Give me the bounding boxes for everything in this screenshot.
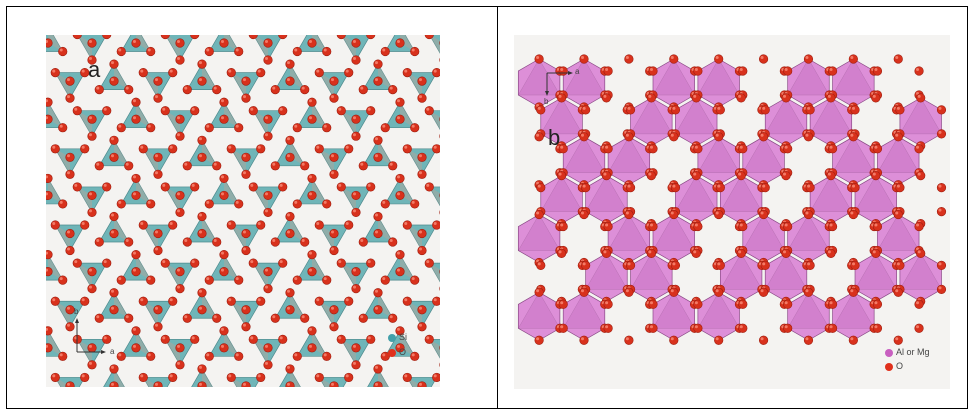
legend-al-mg-label: Al or Mg: [896, 347, 930, 357]
legend-o-label: O: [896, 361, 903, 371]
legend-o-marker: [388, 349, 396, 357]
legend-si-label: Si: [399, 332, 407, 342]
panel-divider: [497, 6, 498, 409]
axis-indicator-a: [46, 35, 440, 387]
axis-a-label: a: [575, 67, 579, 76]
panel-b-octahedral-sheet: b a b Al or Mg O: [514, 35, 950, 389]
axis-b-label: b: [544, 97, 548, 106]
axis-b-label: b: [74, 307, 78, 316]
legend-o-label: O: [399, 347, 406, 357]
axis-a-label: a: [110, 347, 114, 356]
legend-al-mg-marker: [885, 349, 893, 357]
panel-a-tetrahedral-sheet: a b a Si O: [46, 35, 440, 387]
legend-o-marker: [885, 363, 893, 371]
legend-si-marker: [388, 334, 396, 342]
axis-indicator-b: [514, 35, 950, 389]
